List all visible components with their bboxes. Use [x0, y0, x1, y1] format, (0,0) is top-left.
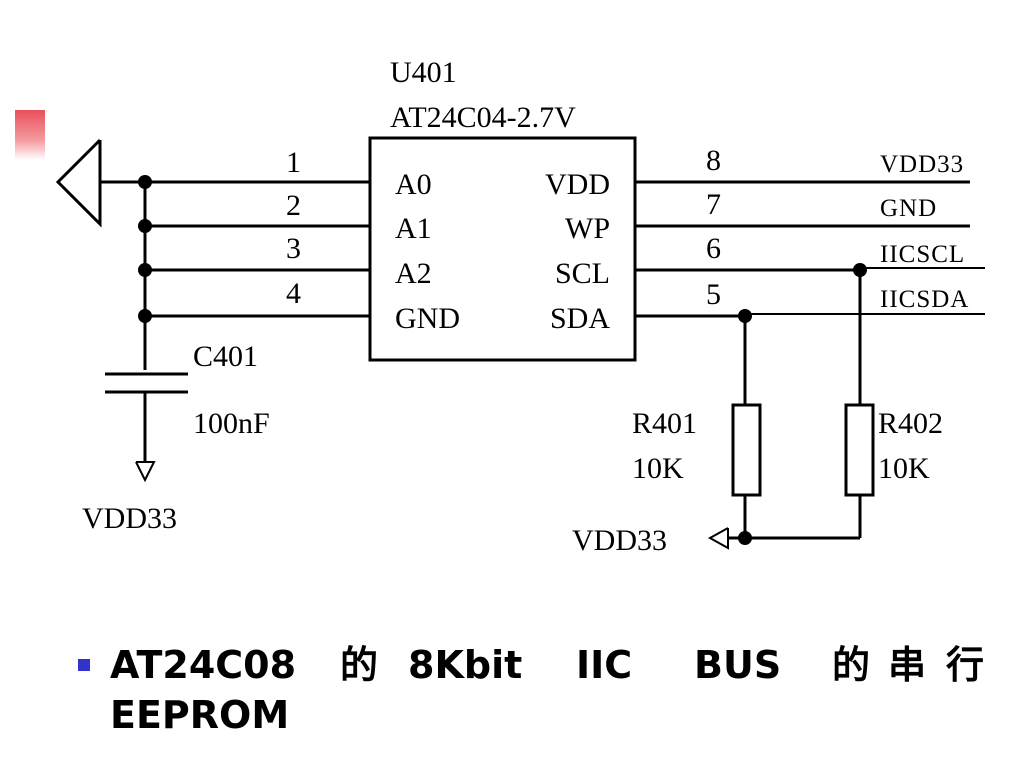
power-arrow-icon	[707, 527, 729, 550]
resistor-r402-icon	[844, 403, 875, 497]
pin-number: 1	[286, 146, 301, 179]
junction-dot	[738, 531, 752, 545]
caption-word: 串	[888, 643, 927, 687]
pin-number: 5	[706, 278, 721, 311]
pin-number: 4	[286, 277, 301, 310]
pin-name: SCL	[555, 257, 610, 290]
chip-body	[368, 136, 637, 362]
slide-accent-bar	[15, 110, 45, 160]
caption-word: 的	[340, 643, 379, 687]
net-label: VDD33	[880, 151, 964, 178]
junction-dot	[138, 219, 152, 233]
net-label: GND	[880, 195, 937, 222]
caption-line-1: AT24C08 的 8Kbit IIC BUS 的 串 行	[78, 640, 998, 690]
pin-name: VDD	[545, 168, 610, 201]
pin-name: A0	[395, 168, 432, 201]
power-label: VDD33	[82, 502, 177, 535]
chip-part-number: AT24C04-2.7V	[390, 101, 576, 134]
resistor-designator: R401	[632, 407, 697, 440]
pin-number: 7	[706, 188, 721, 221]
resistor-value: 10K	[632, 452, 684, 485]
caption-word: 8Kbit	[408, 643, 523, 687]
pin-name: WP	[565, 212, 610, 245]
capacitor-designator: C401	[193, 340, 258, 373]
pin-name: A1	[395, 212, 432, 245]
caption-word: BUS	[694, 643, 782, 687]
ground-icon	[55, 138, 102, 228]
junction-dot	[138, 175, 152, 189]
chip-designator: U401	[390, 56, 457, 89]
junction-dot	[138, 263, 152, 277]
pin-name: SDA	[550, 302, 610, 335]
power-arrow-icon	[135, 461, 156, 483]
pin-name: A2	[395, 257, 432, 290]
capacitor-value: 100nF	[193, 407, 270, 440]
caption-word: 行	[946, 643, 985, 687]
net-label: IICSCL	[880, 241, 965, 268]
resistor-designator: R402	[878, 407, 943, 440]
resistor-value: 10K	[878, 452, 930, 485]
pin-name: GND	[395, 302, 460, 335]
pin-number: 8	[706, 144, 721, 177]
junction-dot	[138, 309, 152, 323]
eeprom-schematic: U401 AT24C04-2.7V 1 2 3 4 A0 A1 A2 GND V…	[55, 56, 985, 557]
resistor-r401-icon	[731, 403, 762, 497]
caption-word: 的	[832, 643, 871, 687]
caption-line-2: EEPROM	[78, 690, 998, 740]
caption-word: AT24C08	[110, 643, 297, 687]
pin-number: 2	[286, 189, 301, 222]
net-label: IICSDA	[880, 286, 969, 313]
slide-caption: AT24C08 的 8Kbit IIC BUS 的 串 行 EEPROM	[78, 640, 998, 740]
pin-number: 6	[706, 232, 721, 265]
pin-number: 3	[286, 232, 301, 265]
caption-word: EEPROM	[110, 693, 290, 737]
power-label: VDD33	[572, 524, 667, 557]
caption-word: IIC	[576, 643, 633, 687]
bullet-icon	[78, 659, 90, 671]
